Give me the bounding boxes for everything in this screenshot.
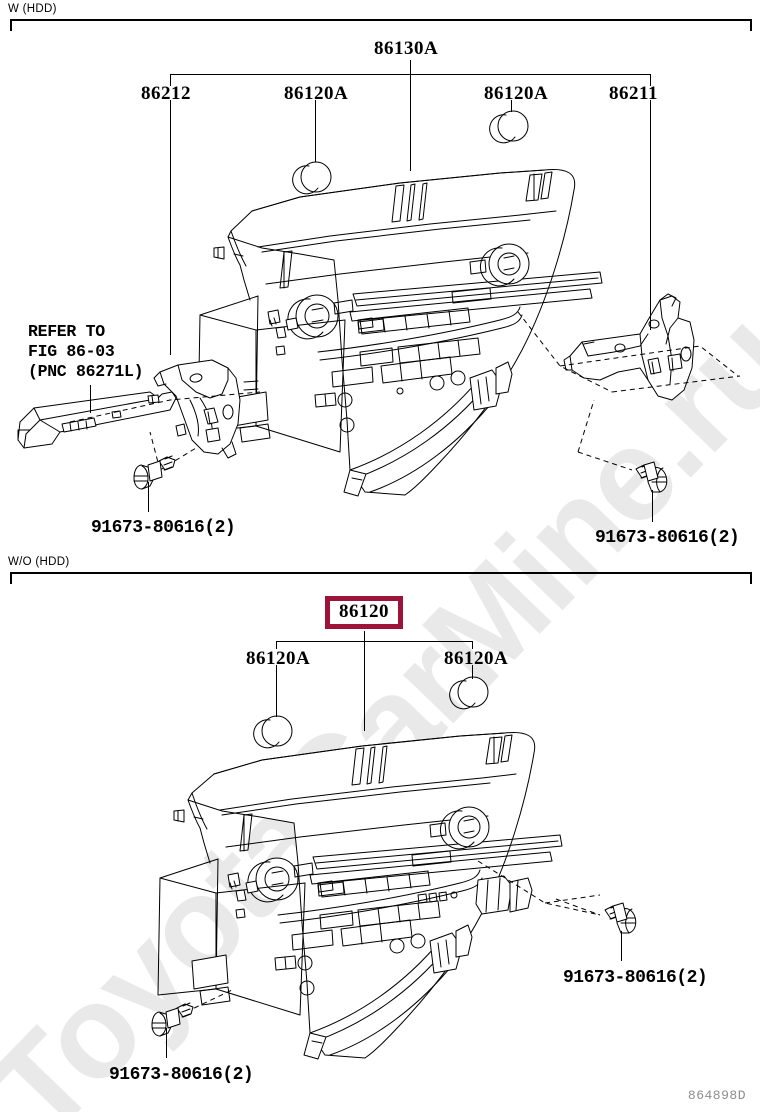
part-86211-bracket xyxy=(564,294,694,400)
leader-86120-stem xyxy=(364,631,365,641)
leader-86120-bracket-right-end xyxy=(472,641,473,649)
note-refer-line3: (PNC 86271L) xyxy=(28,362,144,381)
leader-86120A-right xyxy=(511,100,512,112)
section2-frame-left-tick xyxy=(10,572,12,584)
guide-dash-right-c xyxy=(612,376,740,392)
fastener-label-bolt-left-hdd[interactable]: 91673-80616(2) xyxy=(91,518,236,538)
leader-86130A-stem xyxy=(410,60,411,74)
callout-86212[interactable]: 86212 xyxy=(141,83,191,104)
leader-86212 xyxy=(170,100,171,355)
guide-dash-nohdd-right-b xyxy=(545,895,600,903)
part-86271L-rail xyxy=(18,392,176,448)
bolt-91673-80616-left-nohdd xyxy=(152,1003,193,1036)
note-refer-line2: FIG 86-03 xyxy=(28,342,115,361)
fastener-label-bolt-left-nohdd[interactable]: 91673-80616(2) xyxy=(109,1065,254,1085)
section2-frame-top-rule xyxy=(10,572,752,574)
leader-86120-to-unit xyxy=(364,641,365,731)
section2-frame-right-tick xyxy=(750,572,752,584)
section-frame-top-rule xyxy=(10,19,752,21)
leader-86120A-right-nohdd xyxy=(472,665,473,679)
note-refer-to: REFER TO FIG 86-03 (PNC 86271L) xyxy=(28,322,144,382)
diagram-footer-code: 864898D xyxy=(687,1088,746,1103)
leader-86120A-left-nohdd xyxy=(276,665,277,717)
bolt-91673-80616-right-nohdd xyxy=(605,903,636,933)
callout-86211[interactable]: 86211 xyxy=(609,83,658,104)
leader-bracket-right-end xyxy=(650,74,651,86)
guide-dash-right-a xyxy=(518,312,612,392)
knob-86120A-right xyxy=(490,111,528,143)
leader-86120-bracket-left-end xyxy=(276,641,277,649)
knob-86120A-left-nohdd xyxy=(254,716,292,748)
leader-refer-to xyxy=(90,385,91,413)
section-frame-right-tick xyxy=(750,19,752,31)
head-unit-without-hdd xyxy=(158,733,562,1059)
part-86212-bracket xyxy=(154,360,240,458)
callout-86120A-left[interactable]: 86120A xyxy=(284,83,349,104)
guide-dash-right-bolt xyxy=(578,452,632,470)
bolt-91673-80616-left-hdd xyxy=(134,456,175,489)
callout-86120A-right-nohdd[interactable]: 86120A xyxy=(444,648,509,669)
head-unit-with-hdd xyxy=(198,170,602,496)
leader-bolt-left-hdd xyxy=(148,482,149,512)
leader-bolt-right-hdd xyxy=(652,490,653,522)
leader-bracket-left-end xyxy=(170,74,171,86)
guide-dash-right-frame xyxy=(578,400,594,452)
callout-86120A-left-nohdd[interactable]: 86120A xyxy=(246,648,311,669)
leader-86130A-to-unit xyxy=(410,74,411,171)
guide-dash-left-bolt xyxy=(160,448,196,470)
callout-86130A[interactable]: 86130A xyxy=(374,38,439,59)
leader-86120-bracket xyxy=(276,641,472,642)
bolt-91673-80616-right-hdd xyxy=(636,462,667,492)
section-label-without-hdd: W/O (HDD) xyxy=(8,556,70,568)
fastener-label-bolt-right-hdd[interactable]: 91673-80616(2) xyxy=(595,528,740,548)
callout-86120A-right[interactable]: 86120A xyxy=(484,83,549,104)
guide-dash-left-frame xyxy=(150,432,160,470)
callout-86120-highlighted[interactable]: 86120 xyxy=(325,596,403,629)
leader-86120A-left xyxy=(315,100,316,162)
leader-bolt-right-nohdd xyxy=(621,931,622,961)
guide-dash-nohdd-right-bolt xyxy=(556,899,600,915)
guide-dash-right-b xyxy=(560,346,738,376)
leader-bolt-left-nohdd xyxy=(166,1028,167,1058)
fastener-label-bolt-right-nohdd[interactable]: 91673-80616(2) xyxy=(563,968,708,988)
knob-86120A-left xyxy=(293,162,331,194)
knob-86120A-right-nohdd xyxy=(450,677,488,709)
guide-dash-left-top xyxy=(70,392,260,422)
section-label-with-hdd: W (HDD) xyxy=(8,3,57,15)
note-refer-line1: REFER TO xyxy=(28,322,105,341)
leader-86211 xyxy=(650,100,651,330)
section-frame-left-tick xyxy=(10,19,12,31)
